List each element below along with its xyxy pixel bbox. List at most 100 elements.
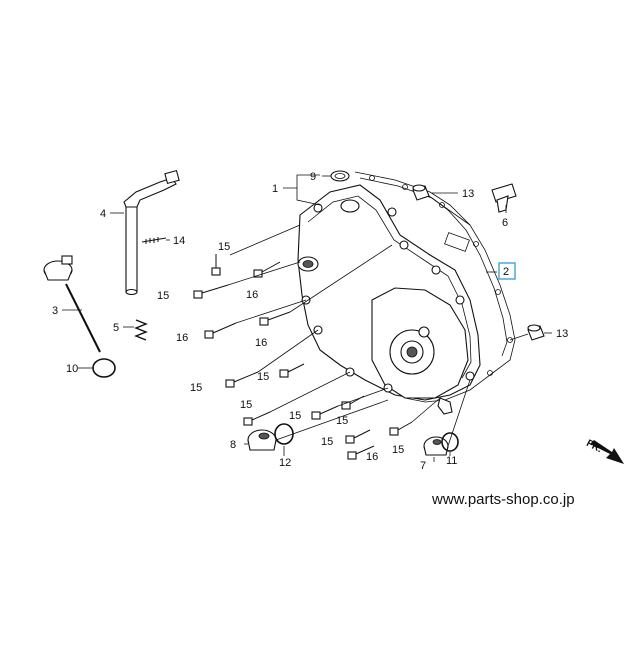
bolt (347, 445, 375, 460)
gasket-hole (439, 202, 445, 208)
callout-11: 11 (446, 455, 457, 467)
cap-8 (247, 429, 277, 451)
callout-12: 12 (279, 457, 291, 469)
callout-6: 6 (502, 217, 508, 229)
callout-1: 1 (272, 183, 278, 195)
cover-rim (307, 195, 472, 379)
bolt (259, 311, 291, 326)
cap-7-slot (432, 439, 442, 445)
callout-15-d: 15 (257, 371, 269, 383)
bolt (279, 363, 305, 378)
callout-15-i: 15 (392, 444, 404, 456)
callout-13-upper: 13 (462, 188, 474, 200)
cap-7 (423, 436, 449, 456)
boss (313, 203, 323, 213)
gasket-hole (487, 370, 493, 376)
crankcase-cover (297, 171, 516, 415)
spring-5 (134, 319, 148, 341)
front-direction-indicator: FR. (584, 438, 624, 464)
dipstick-cap-grip (61, 255, 73, 265)
gasket-hole (402, 184, 408, 190)
gasket-window (444, 232, 470, 252)
dowel-13-lower (527, 324, 545, 341)
callout-2-badge (498, 262, 516, 280)
callout-15-e: 15 (240, 399, 252, 411)
callout-9: 9 (310, 171, 316, 183)
callout-labels: 1 9 4 14 3 5 10 13 6 2 13 15 15 16 16 16… (52, 171, 568, 472)
seal-9-inner (334, 173, 346, 179)
callout-3: 3 (52, 305, 58, 317)
callout-15-b: 15 (157, 290, 169, 302)
gasket-hole (369, 175, 375, 181)
callout-15-a: 15 (218, 241, 230, 253)
o-ring-11 (441, 432, 459, 452)
boss (431, 265, 441, 275)
boss (399, 240, 409, 250)
tube-bracket (123, 177, 177, 208)
leader-lines (62, 174, 552, 462)
callout-5: 5 (113, 322, 119, 334)
callout-15-f: 15 (289, 410, 301, 422)
boss (387, 207, 397, 217)
dipstick-cap-skirt (43, 269, 73, 281)
boss (465, 371, 475, 381)
callout-8: 8 (230, 439, 236, 451)
dowel-13-upper (412, 184, 430, 201)
callout-14: 14 (173, 235, 185, 247)
gasket-hole (495, 289, 501, 295)
bolt (211, 254, 221, 276)
o-ring-12 (274, 423, 294, 445)
bolts (193, 254, 413, 460)
fr-label: FR. (584, 438, 604, 455)
watermark-url: www.parts-shop.co.jp (431, 491, 575, 508)
bracket-tab (164, 169, 180, 185)
callout-16-a: 16 (246, 289, 258, 301)
dipstick-rod (65, 283, 101, 353)
cap-8-slot (258, 432, 270, 440)
tube-body (125, 204, 138, 293)
gasket-outline (354, 171, 516, 403)
cap-8-skirt (247, 439, 277, 451)
bolt-thread (145, 237, 159, 244)
plug-head (491, 183, 517, 203)
bolt (243, 411, 271, 426)
callout-15-c: 15 (190, 382, 202, 394)
tube-end (125, 288, 138, 296)
bolt (389, 421, 413, 436)
callout-16-d: 16 (366, 451, 378, 463)
callout-15-h: 15 (321, 436, 333, 448)
callout-16-b: 16 (176, 332, 188, 344)
callout-15-g: 15 (336, 415, 348, 427)
bolt (253, 261, 281, 278)
filler-hole (302, 260, 314, 268)
dowel-end (412, 184, 426, 192)
dowel-end (527, 324, 541, 332)
gasket-hole (473, 241, 479, 247)
spring-coil (134, 319, 148, 341)
front-arrow-icon (590, 440, 624, 464)
dipstick (43, 255, 101, 353)
bolt (311, 405, 339, 420)
dipstick-tube (123, 169, 180, 296)
callout-16-c: 16 (255, 337, 267, 349)
bolt (345, 429, 371, 444)
gasket-hole (507, 337, 513, 343)
boss (455, 295, 465, 305)
bolt (193, 284, 229, 299)
bolt (225, 371, 259, 388)
drain-spout (437, 397, 453, 415)
housing-bore-center (406, 346, 418, 358)
seal-9 (330, 170, 350, 182)
callout-10: 10 (66, 363, 78, 375)
bolt (204, 322, 237, 339)
boss (418, 326, 430, 338)
callout-2: 2 (503, 266, 509, 278)
top-boss (340, 199, 360, 213)
callout-4: 4 (100, 208, 106, 220)
callout-7: 7 (420, 460, 426, 472)
callout-13-lower: 13 (556, 328, 568, 340)
o-ring-10 (92, 358, 116, 378)
alignment-lines (227, 195, 529, 447)
